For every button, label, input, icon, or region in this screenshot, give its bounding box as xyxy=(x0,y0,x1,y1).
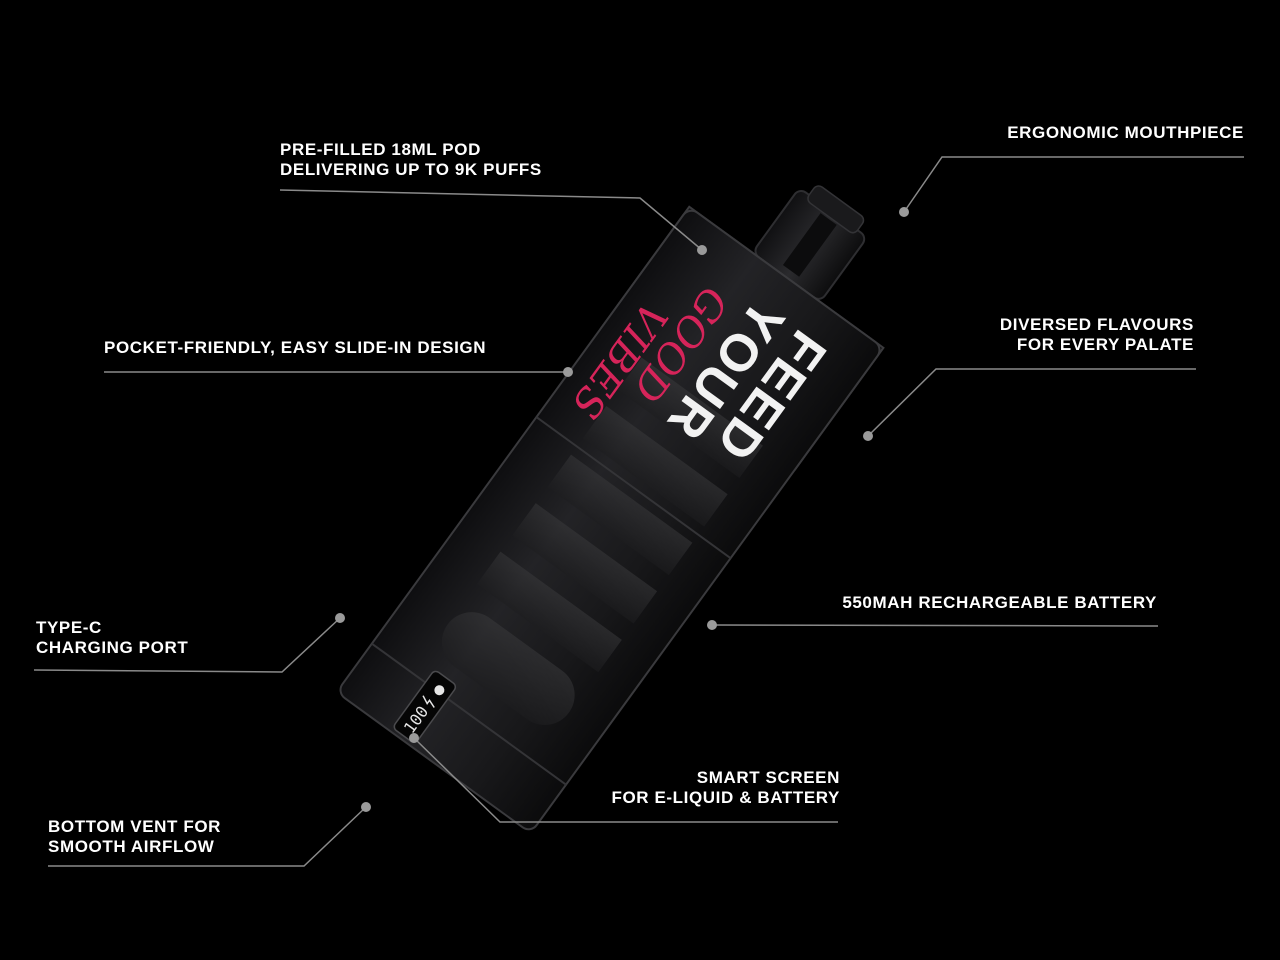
callout-screen-line1: SMART SCREEN xyxy=(696,768,840,787)
callout-pocket-line1: POCKET-FRIENDLY, EASY SLIDE-IN DESIGN xyxy=(104,338,487,357)
callout-flavours-line1: DIVERSED FLAVOURS xyxy=(999,315,1194,334)
vape-device: FEED YOUR GOOD VIBES 100 xyxy=(339,185,885,831)
bolt-icon xyxy=(422,695,435,708)
callout-vent: BOTTOM VENT FOR SMOOTH AIRFLOW xyxy=(48,817,221,857)
mouthpiece xyxy=(754,185,866,300)
callout-pod-line1: PRE-FILLED 18ML POD xyxy=(280,140,481,159)
callout-screen: SMART SCREEN FOR E-LIQUID & BATTERY xyxy=(611,768,840,808)
leader-mouthpiece xyxy=(903,156,1244,213)
callout-pod-line2: DELIVERING UP TO 9K PUFFS xyxy=(280,160,542,179)
callout-vent-line1: BOTTOM VENT FOR xyxy=(48,817,222,836)
callout-mouthpiece-line1: ERGONOMIC MOUTHPIECE xyxy=(1007,123,1244,142)
leader-dots xyxy=(335,207,909,812)
dot-marker-icon xyxy=(707,620,717,630)
dot-marker-icon xyxy=(697,245,707,255)
callout-flavours-line2: FOR EVERY PALATE xyxy=(1016,335,1194,354)
callout-battery: 550MAH RECHARGEABLE BATTERY xyxy=(842,593,1157,613)
callout-vent-line2: SMOOTH AIRFLOW xyxy=(48,837,215,856)
callout-flavours: DIVERSED FLAVOURS FOR EVERY PALATE xyxy=(1000,315,1194,355)
bottom-seam xyxy=(371,642,567,786)
dot-marker-icon xyxy=(899,207,909,217)
callout-screen-line2: FOR E-LIQUID & BATTERY xyxy=(611,788,840,807)
dot-marker-icon xyxy=(563,367,573,377)
droplet-icon xyxy=(434,685,445,696)
dot-marker-icon xyxy=(335,613,345,623)
callout-charging-line2: CHARGING PORT xyxy=(36,638,189,657)
callout-pod: PRE-FILLED 18ML POD DELIVERING UP TO 9K … xyxy=(280,140,542,180)
leader-pod xyxy=(279,189,703,251)
callout-mouthpiece: ERGONOMIC MOUTHPIECE xyxy=(1007,123,1244,143)
leader-battery xyxy=(711,624,1159,627)
callout-charging: TYPE-C CHARGING PORT xyxy=(36,618,188,658)
dot-marker-icon xyxy=(863,431,873,441)
callout-battery-line1: 550MAH RECHARGEABLE BATTERY xyxy=(842,593,1157,612)
dot-marker-icon xyxy=(409,733,419,743)
callout-pocket: POCKET-FRIENDLY, EASY SLIDE-IN DESIGN xyxy=(104,338,486,358)
pod-seam xyxy=(535,416,732,559)
leader-charging xyxy=(33,617,341,673)
leader-flavours xyxy=(867,368,1196,437)
leader-vent xyxy=(48,806,367,867)
leader-screen xyxy=(413,737,838,823)
leader-lines xyxy=(33,156,1244,867)
body-ghost-lettering xyxy=(441,357,763,726)
callout-charging-line1: TYPE-C xyxy=(36,618,102,637)
dot-marker-icon xyxy=(361,802,371,812)
